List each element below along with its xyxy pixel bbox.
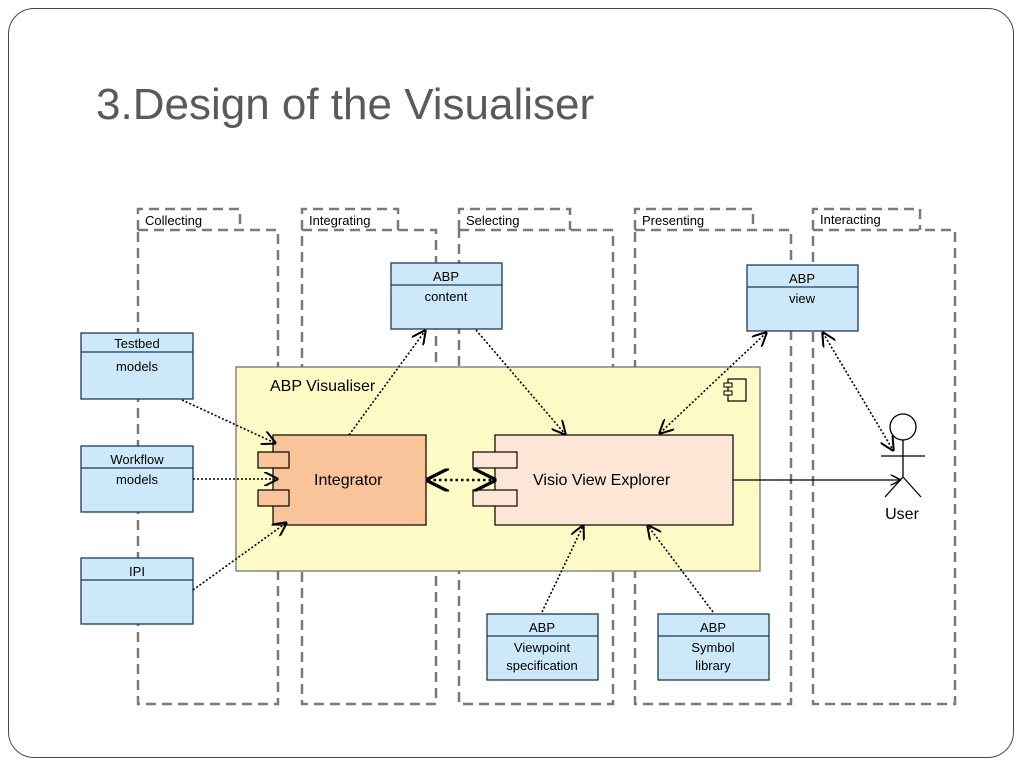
symbol-library-to-explorer-arrow — [648, 526, 714, 613]
slide-frame — [8, 8, 1014, 758]
abp-view-line1: ABP — [789, 271, 815, 286]
visio-view-explorer-component: Visio View Explorer — [472, 434, 734, 526]
integrator-to-abp-content-arrow — [348, 331, 425, 436]
lane-collecting-label: Collecting — [145, 213, 202, 228]
testbed-models-line1: Testbed — [114, 336, 160, 351]
integrator-label: Integrator — [314, 472, 383, 489]
integrator-port-top — [257, 451, 290, 469]
ipi-label: IPI — [129, 564, 145, 579]
user-actor: User — [881, 413, 925, 523]
ipi-box: IPI — [80, 557, 194, 625]
lane-presenting: Presenting — [633, 207, 793, 706]
abp-view-line2: view — [789, 291, 816, 306]
ipi-to-integrator-arrow — [192, 523, 286, 591]
testbed-models-line2: models — [116, 359, 158, 374]
workflow-models-line2: models — [116, 472, 158, 487]
lane-interacting-label: Interacting — [820, 212, 881, 227]
symbol-library-line2: Symbol — [691, 640, 734, 655]
viewpoint-line3: specification — [506, 658, 578, 673]
abp-symbol-library-box: ABP Symbol library — [657, 613, 770, 681]
viewpoint-line1: ABP — [529, 620, 555, 635]
workflow-models-box: Workflow models — [80, 445, 194, 513]
lane-integrating-label: Integrating — [309, 213, 370, 228]
lane-presenting-label: Presenting — [642, 213, 704, 228]
explorer-port-top — [472, 451, 518, 469]
integrator-port-bottom — [257, 489, 290, 507]
abp-visualiser-label: ABP Visualiser — [270, 378, 376, 395]
abp-view-user-bidirectional-arrow — [823, 333, 893, 450]
lane-interacting: Interacting — [811, 207, 957, 706]
testbed-to-integrator-arrow — [181, 399, 275, 443]
symbol-library-line1: ABP — [700, 620, 726, 635]
workflow-models-line1: Workflow — [110, 452, 164, 467]
explorer-abp-view-bidirectional-arrow — [660, 333, 766, 433]
testbed-models-box: Testbed models — [80, 332, 194, 400]
explorer-port-bottom — [472, 489, 518, 507]
user-label: User — [885, 506, 919, 523]
integrator-component: Integrator — [257, 434, 427, 526]
abp-content-line2: content — [425, 289, 468, 304]
viewpoint-line2: Viewpoint — [514, 640, 571, 655]
lane-selecting-label: Selecting — [466, 213, 519, 228]
abp-view-box: ABP view — [746, 264, 859, 332]
abp-content-line1: ABP — [433, 269, 459, 284]
stick-figure-icon — [881, 413, 925, 498]
visio-view-explorer-label: Visio View Explorer — [533, 472, 671, 489]
connectors — [181, 329, 900, 613]
symbol-library-line3: library — [695, 658, 731, 673]
slide-title: 3.Design of the Visualiser — [96, 80, 595, 129]
abp-content-to-explorer-arrow — [475, 329, 565, 434]
abp-content-box: ABP content — [390, 262, 503, 330]
abp-viewpoint-specification-box: ABP Viewpoint specification — [486, 613, 599, 681]
